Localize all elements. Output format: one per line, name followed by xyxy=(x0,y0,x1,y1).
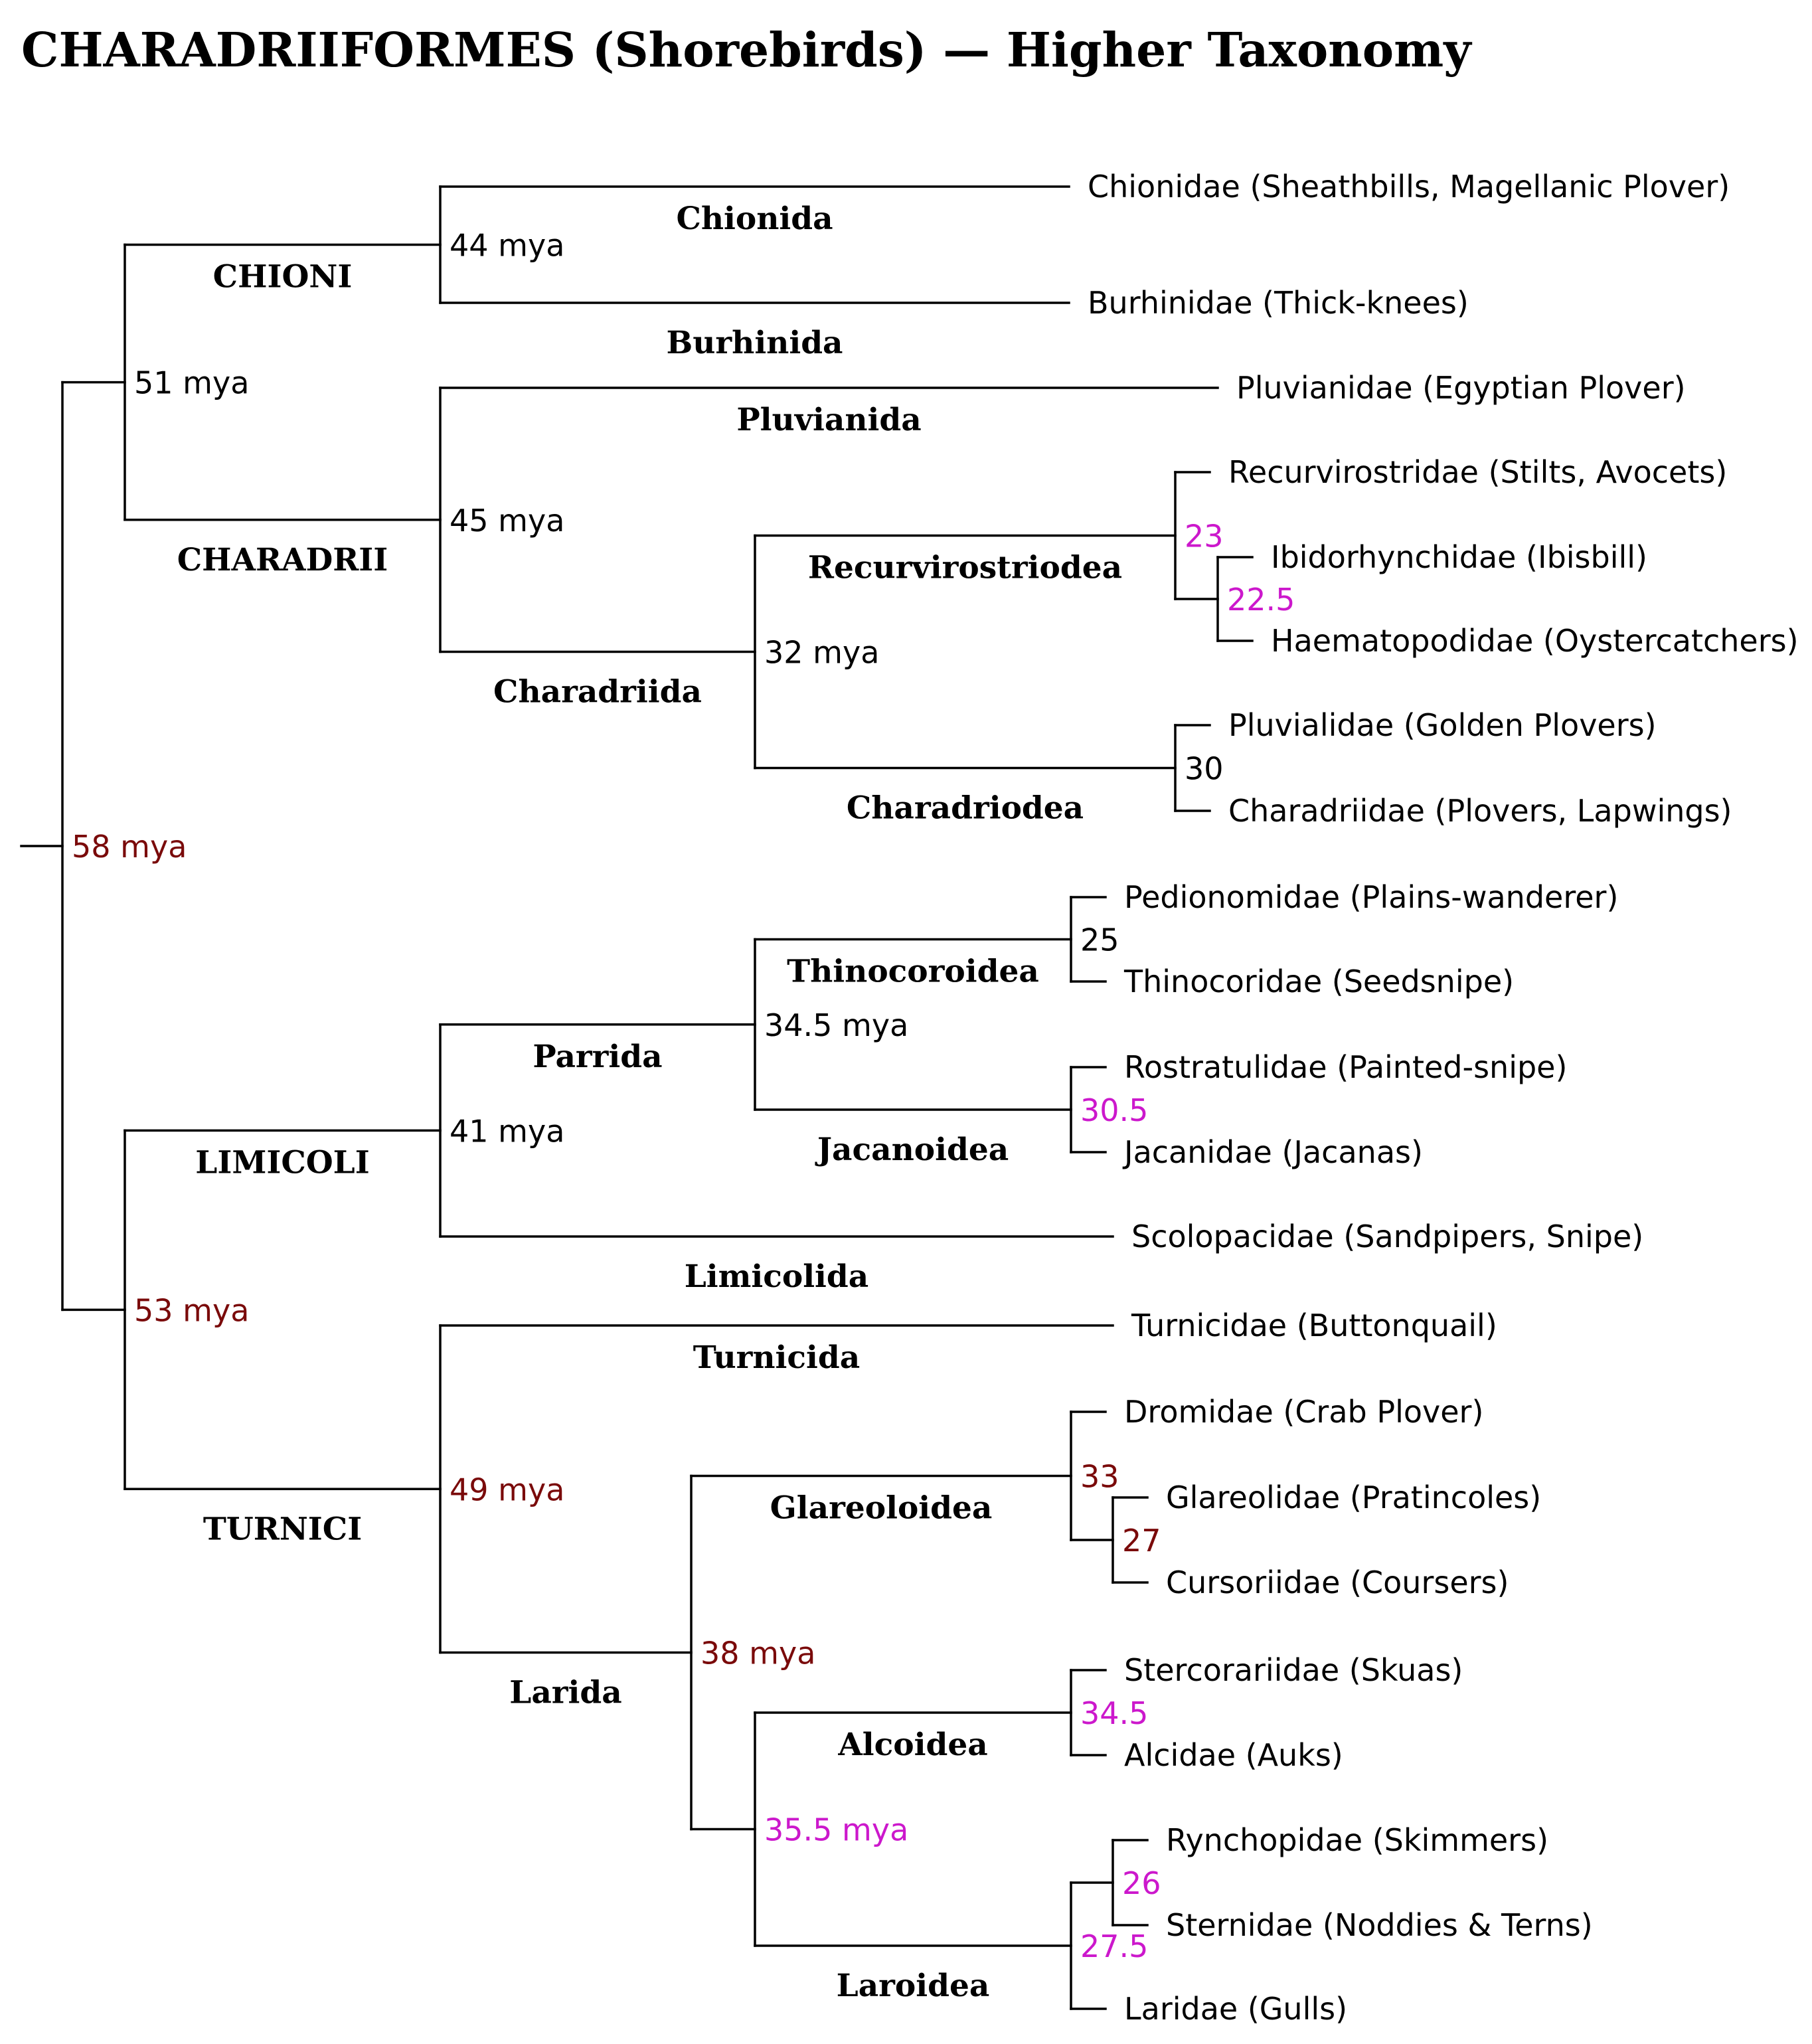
age-label: 34.5 mya xyxy=(764,1007,908,1043)
tree-body: 58 mya 51 mya 44 mya Chionidae (Sheathbills… xyxy=(20,169,1799,2027)
age-label: 38 mya xyxy=(700,1636,815,1671)
clade-label-recurvirostriodea: Recurvirostriodea xyxy=(808,550,1122,586)
leaf-pedionomidae: Pedionomidae (Plains-wanderer) xyxy=(1124,879,1618,915)
clade-label-limicoli: LIMICOLI xyxy=(195,1144,369,1181)
clade-label-charadriida: Charadriida xyxy=(493,674,702,711)
clade-label-chioni: CHIONI xyxy=(213,259,353,296)
age-label: 22.5 xyxy=(1227,582,1295,618)
clade-label-glareoloidea: Glareoloidea xyxy=(770,1490,993,1527)
leaf-thinocoridae: Thinocoridae (Seedsnipe) xyxy=(1123,964,1514,999)
leaf-haematopodidae: Haematopodidae (Oystercatchers) xyxy=(1271,623,1799,659)
clade-label-parrida: Parrida xyxy=(533,1039,662,1075)
leaf-burhinidae: Burhinidae (Thick-knees) xyxy=(1088,285,1469,321)
leaf-pluvianidae: Pluvianidae (Egyptian Plover) xyxy=(1236,370,1686,406)
leaf-chionidae: Chionidae (Sheathbills, Magellanic Plove… xyxy=(1088,169,1730,205)
clade-label-turnicida: Turnicida xyxy=(693,1339,860,1376)
clade-label-laroidea: Laroidea xyxy=(837,1968,990,2004)
age-label: 49 mya xyxy=(450,1472,564,1507)
age-label: 26 xyxy=(1122,1865,1161,1901)
age-label: 32 mya xyxy=(764,635,879,671)
leaf-glareolidae: Glareolidae (Pratincoles) xyxy=(1166,1480,1541,1515)
clade-label-chionida: Chionida xyxy=(676,201,833,237)
clade-label-charadriodea: Charadriodea xyxy=(847,790,1084,827)
clade-label-jacanoidea: Jacanoidea xyxy=(815,1132,1009,1168)
clade-label-pluvianida: Pluvianida xyxy=(736,402,921,438)
leaf-alcidae: Alcidae (Auks) xyxy=(1124,1737,1343,1773)
clade-label-thinocoroidea: Thinocoroidea xyxy=(787,954,1039,990)
age-label: 23 xyxy=(1185,519,1224,554)
clade-label-alcoidea: Alcoidea xyxy=(837,1727,987,1763)
leaf-charadriidae: Charadriidae (Plovers, Lapwings) xyxy=(1228,793,1732,829)
age-label: 34.5 xyxy=(1080,1695,1148,1731)
leaf-sternidae: Sternidae (Noddies & Terns) xyxy=(1166,1907,1593,1943)
leaf-ibidorhynchidae: Ibidorhynchidae (Ibisbill) xyxy=(1271,539,1647,575)
leaf-rynchopidae: Rynchopidae (Skimmers) xyxy=(1166,1822,1548,1858)
clade-label-charadrii: CHARADRII xyxy=(177,542,388,578)
age-label: 58 mya xyxy=(72,829,187,865)
age-label: 35.5 mya xyxy=(764,1812,908,1848)
leaf-laridae: Laridae (Gulls) xyxy=(1124,1991,1347,2027)
clade-label-larida: Larida xyxy=(509,1675,621,1711)
leaf-scolopacidae: Scolopacidae (Sandpipers, Snipe) xyxy=(1131,1219,1643,1254)
clade-label-turnici: TURNICI xyxy=(203,1511,362,1547)
age-label: 30.5 xyxy=(1080,1092,1148,1128)
age-label: 45 mya xyxy=(450,503,564,539)
leaf-pluvialidae: Pluvialidae (Golden Plovers) xyxy=(1228,707,1657,743)
age-label: 27.5 xyxy=(1080,1928,1148,1964)
diagram-title: CHARADRIIFORMES (Shorebirds) — Higher Ta… xyxy=(21,22,1472,78)
leaf-recurvirostridae: Recurvirostridae (Stilts, Avocets) xyxy=(1228,454,1727,490)
leaf-turnicidae: Turnicidae (Buttonquail) xyxy=(1131,1308,1497,1343)
age-label: 33 xyxy=(1080,1459,1119,1495)
age-label: 27 xyxy=(1122,1523,1161,1559)
clade-label-burhinida: Burhinida xyxy=(666,325,843,361)
leaf-rostratulidae: Rostratulidae (Painted-snipe) xyxy=(1124,1049,1567,1085)
age-label: 53 mya xyxy=(134,1292,249,1328)
leaf-jacanidae: Jacanidae (Jacanas) xyxy=(1122,1134,1423,1170)
clade-label-limicolida: Limicolida xyxy=(685,1258,868,1295)
leaf-stercorariidae: Stercorariidae (Skuas) xyxy=(1124,1652,1463,1688)
leaf-dromidae: Dromidae (Crab Plover) xyxy=(1124,1394,1483,1430)
leaf-cursoriidae: Cursoriidae (Coursers) xyxy=(1166,1565,1509,1600)
age-label: 25 xyxy=(1080,922,1119,958)
age-label: 44 mya xyxy=(450,228,564,264)
age-label: 30 xyxy=(1185,751,1224,787)
age-label: 41 mya xyxy=(450,1113,564,1149)
age-label: 51 mya xyxy=(134,365,249,401)
